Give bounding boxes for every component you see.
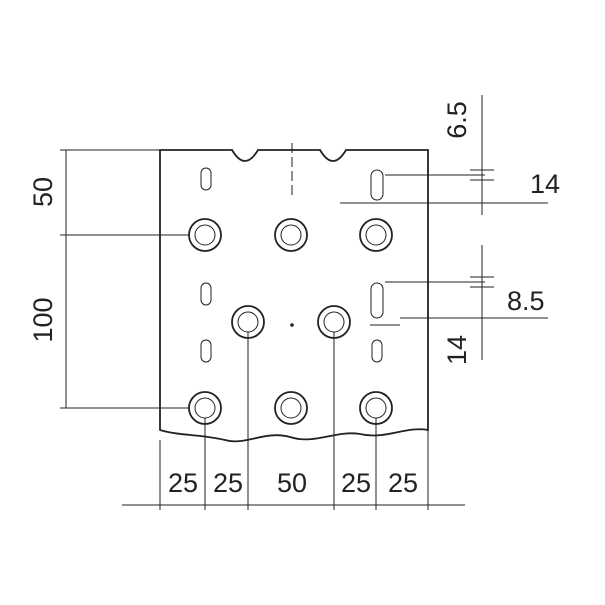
dim-6-5: 6.5	[442, 101, 472, 139]
center-point	[290, 323, 294, 327]
plate-outline	[159, 143, 429, 443]
hole-row-top	[188, 218, 393, 252]
dim-25-c: 25	[341, 468, 371, 498]
dim-25-a: 25	[168, 468, 198, 498]
dim-50-horizontal: 50	[277, 468, 307, 498]
dim-8-5: 8.5	[507, 286, 545, 316]
hole-grid	[188, 167, 393, 425]
dim-100-vertical: 100	[28, 297, 58, 342]
bottom-dimensions: 25 25 50 25 25	[122, 332, 465, 510]
hole-row-bottom	[188, 391, 393, 425]
hole-row-middle	[231, 305, 351, 339]
dim-25-d: 25	[388, 468, 418, 498]
left-dimensions: 50 100	[28, 149, 190, 409]
dim-14-top: 14	[530, 169, 560, 199]
dim-14-right: 14	[442, 335, 472, 365]
dim-50-vertical: 50	[28, 177, 58, 207]
right-dimensions: 6.5 14 8.5 14	[340, 95, 560, 365]
slot-holes	[200, 167, 384, 363]
dim-25-b: 25	[213, 468, 243, 498]
